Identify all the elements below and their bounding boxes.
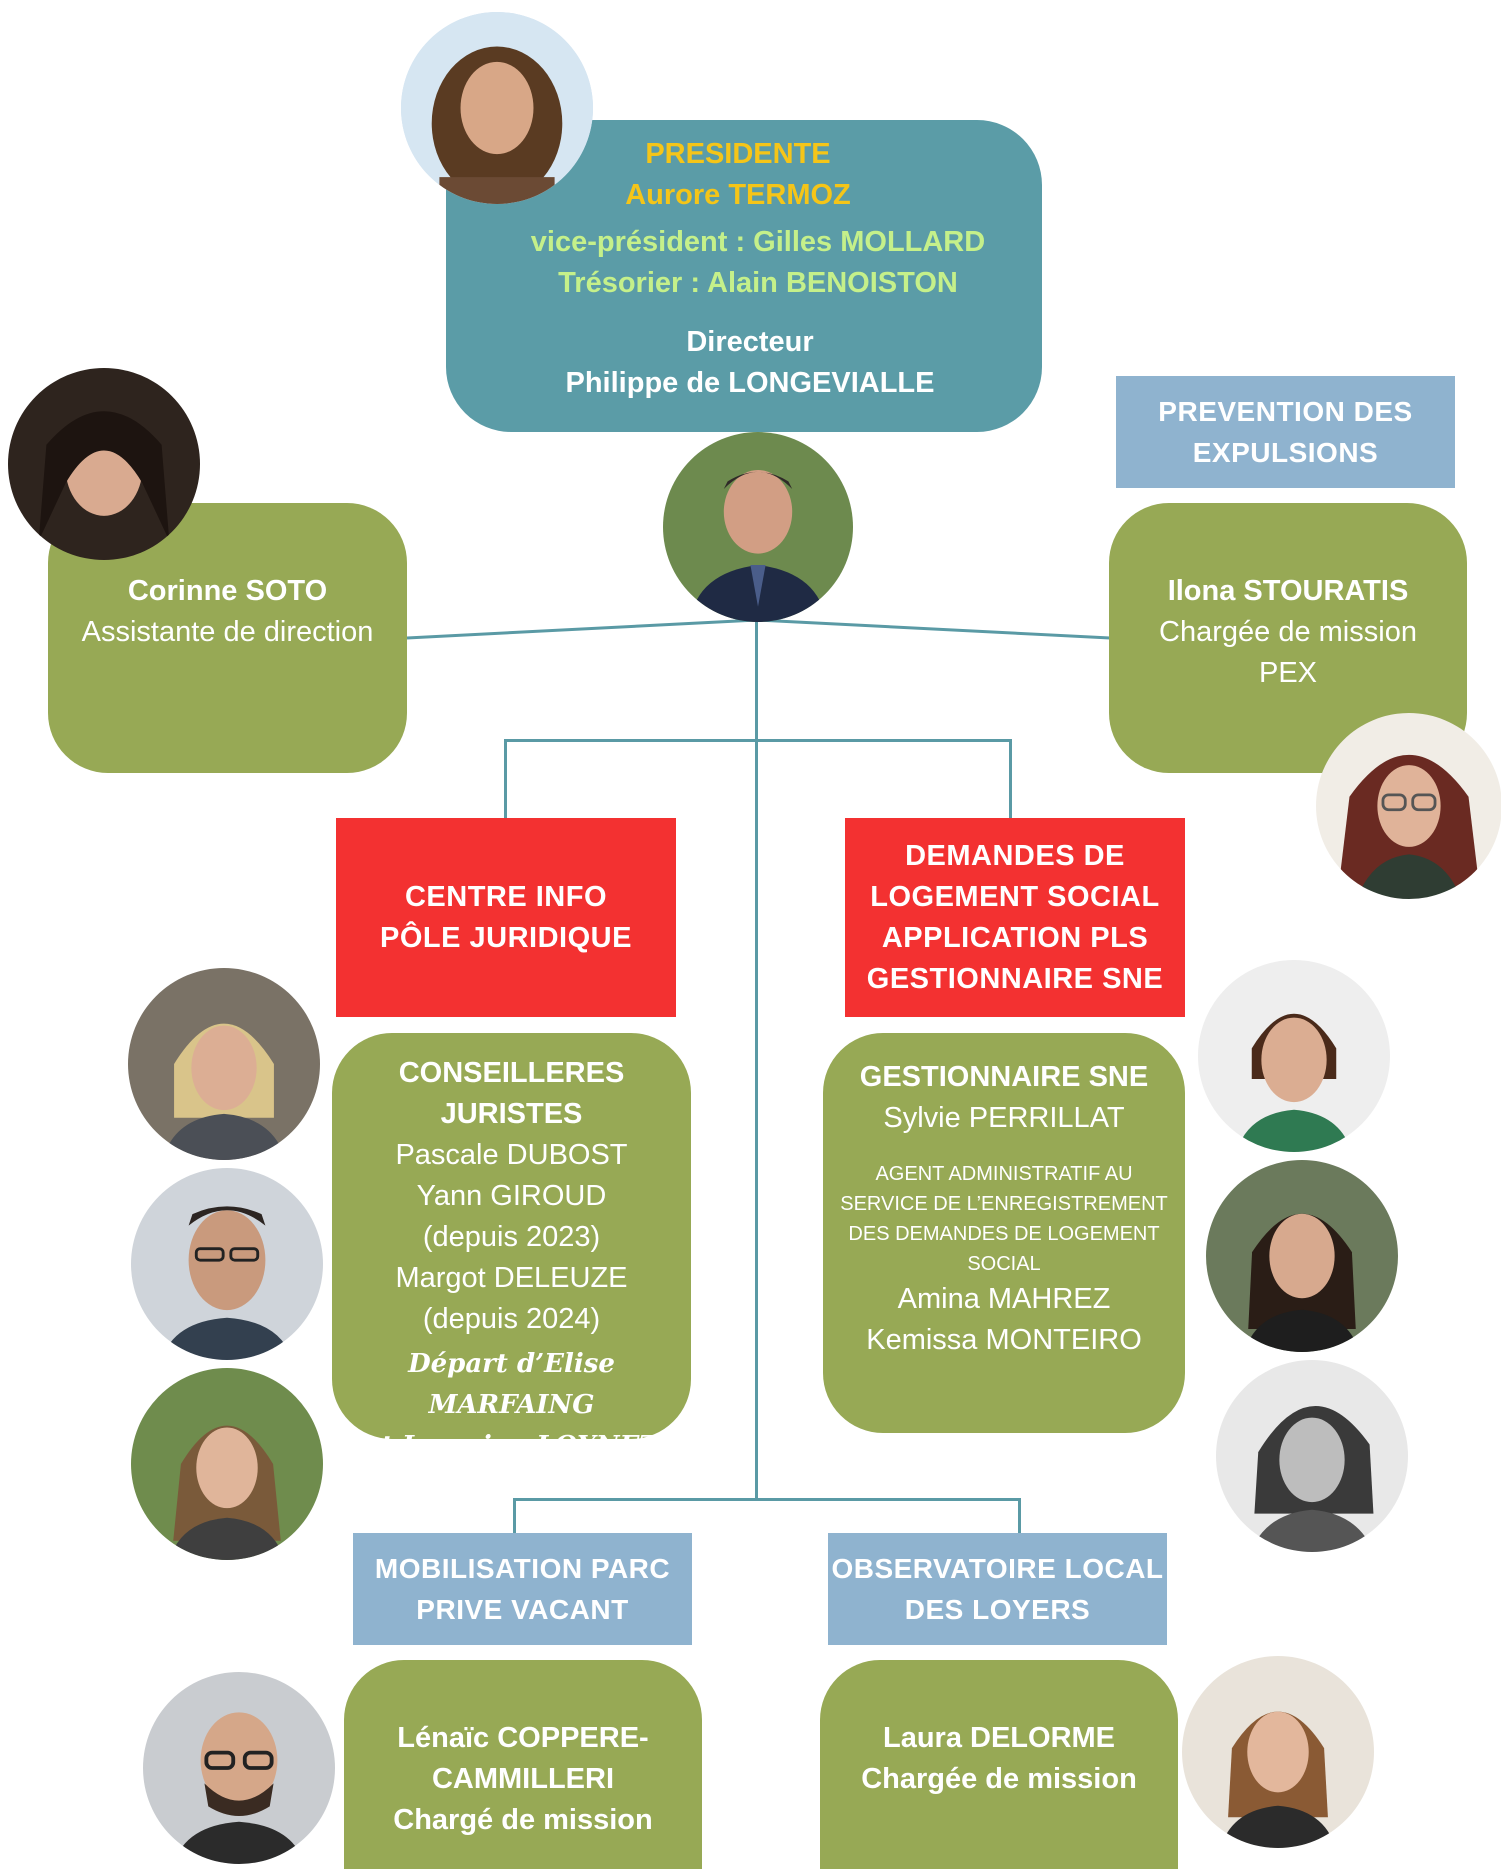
president-title: PRESIDENTE (645, 138, 831, 170)
juriste-1: Pascale DUBOST (395, 1139, 628, 1171)
mobilisation-photo (143, 1672, 335, 1864)
juriste-2-note: (depuis 2023) (422, 1221, 601, 1253)
juriste-1-photo (128, 968, 320, 1160)
connector-branch-right (1009, 739, 1012, 819)
connector-side-lines (406, 618, 1111, 640)
prevention-header-line2: EXPULSIONS (1192, 437, 1379, 468)
assistant-name: Corinne SOTO (127, 575, 328, 607)
sne-box: GESTIONNAIRE SNE Sylvie PERRILLAT AGENT … (823, 1033, 1185, 1433)
observatoire-box: Laura DELORME Chargée de mission (820, 1660, 1178, 1869)
centre-info-line1: CENTRE INFO (404, 880, 608, 913)
sne-agent-1-photo (1206, 1160, 1398, 1352)
sne-title: GESTIONNAIRE SNE (859, 1061, 1149, 1093)
juriste-3-note: (depuis 2024) (422, 1303, 601, 1335)
observatoire-photo (1182, 1656, 1374, 1848)
sne-agent-2-photo (1216, 1360, 1408, 1552)
connector-bottom-horizontal (513, 1498, 1021, 1501)
connector-bottom-right (1018, 1498, 1021, 1534)
observatoire-header-line2: DES LOYERS (904, 1594, 1091, 1625)
president-name: Aurore TERMOZ (625, 179, 851, 211)
prevention-photo (1316, 713, 1501, 899)
sne-agent-2: Kemissa MONTEIRO (866, 1324, 1142, 1356)
connector-branch-left (504, 739, 507, 819)
prevention-header-line1: PREVENTION DES (1158, 396, 1413, 427)
juristes-title-line1: CONSEILLERES (398, 1057, 625, 1089)
demandes-line3: APPLICATION PLS (881, 921, 1149, 954)
mobilisation-box: Lénaïc COPPERE- CAMMILLERI Chargé de mis… (344, 1660, 702, 1869)
mobilisation-header-line2: PRIVE VACANT (416, 1594, 629, 1625)
demandes-line4: GESTIONNAIRE SNE (866, 962, 1164, 995)
juriste-3: Margot DELEUZE (395, 1262, 628, 1294)
sne-agent-line1: AGENT ADMINISTRATIF AU (875, 1163, 1133, 1185)
sne-manager: Sylvie PERRILLAT (883, 1102, 1125, 1134)
demandes-line1: DEMANDES DE (905, 839, 1125, 872)
observatoire-header-line1: OBSERVATOIRE LOCAL (831, 1553, 1164, 1584)
vice-president: vice-président : Gilles MOLLARD (530, 226, 986, 258)
sne-agent-line3: DES DEMANDES DE LOGEMENT (848, 1223, 1160, 1245)
mobilisation-name-line1: Lénaïc COPPERE- (397, 1722, 649, 1754)
departure-line1: Départ d’Elise MARFAING (408, 1349, 615, 1420)
juriste-3-photo (131, 1368, 323, 1560)
prevention-header: PREVENTION DES EXPULSIONS (1116, 376, 1455, 488)
connector-branch-horizontal (504, 739, 1012, 742)
juristes-title-line2: JURISTES (440, 1098, 583, 1130)
mobilisation-header: MOBILISATION PARC PRIVE VACANT (353, 1533, 692, 1645)
juristes-box: CONSEILLERES JURISTES Pascale DUBOST Yan… (332, 1033, 691, 1461)
mobilisation-header-line1: MOBILISATION PARC (374, 1553, 671, 1584)
prevention-role-line1: Chargée de mission (1159, 616, 1417, 648)
assistant-photo (8, 368, 200, 560)
centre-info-header: CENTRE INFO PÔLE JURIDIQUE (336, 818, 676, 1017)
demandes-line2: LOGEMENT SOCIAL (870, 880, 1160, 913)
centre-info-line2: PÔLE JURIDIQUE (380, 921, 632, 954)
treasurer: Trésorier : Alain BENOISTON (558, 267, 958, 299)
departure-line2: et Lorraine LOYNET (364, 1431, 659, 1461)
juriste-2: Yann GIROUD (416, 1180, 607, 1212)
sne-manager-photo (1198, 960, 1390, 1152)
observatoire-header: OBSERVATOIRE LOCAL DES LOYERS (828, 1533, 1167, 1645)
connector-bottom-left (513, 1498, 516, 1534)
juriste-2-photo (131, 1168, 323, 1360)
assistant-role: Assistante de direction (81, 616, 374, 648)
connector-main-vertical (755, 618, 758, 1500)
director-title: Directeur (686, 326, 814, 358)
sne-agent-line2: SERVICE DE L’ENREGISTREMENT (840, 1193, 1168, 1215)
director-name: Philippe de LONGEVIALLE (565, 367, 935, 399)
president-photo (401, 12, 593, 204)
prevention-person-name: Ilona STOURATIS (1167, 575, 1409, 607)
demandes-header: DEMANDES DE LOGEMENT SOCIAL APPLICATION … (845, 818, 1185, 1017)
mobilisation-name-line2: CAMMILLERI (431, 1763, 615, 1795)
sne-agent-1: Amina MAHREZ (897, 1283, 1111, 1315)
observatoire-person-name: Laura DELORME (882, 1722, 1116, 1754)
observatoire-role: Chargée de mission (861, 1763, 1137, 1795)
director-photo (663, 432, 853, 622)
mobilisation-role: Chargé de mission (393, 1804, 653, 1836)
sne-agent-line4: SOCIAL (967, 1253, 1041, 1275)
prevention-role-line2: PEX (1258, 657, 1318, 689)
